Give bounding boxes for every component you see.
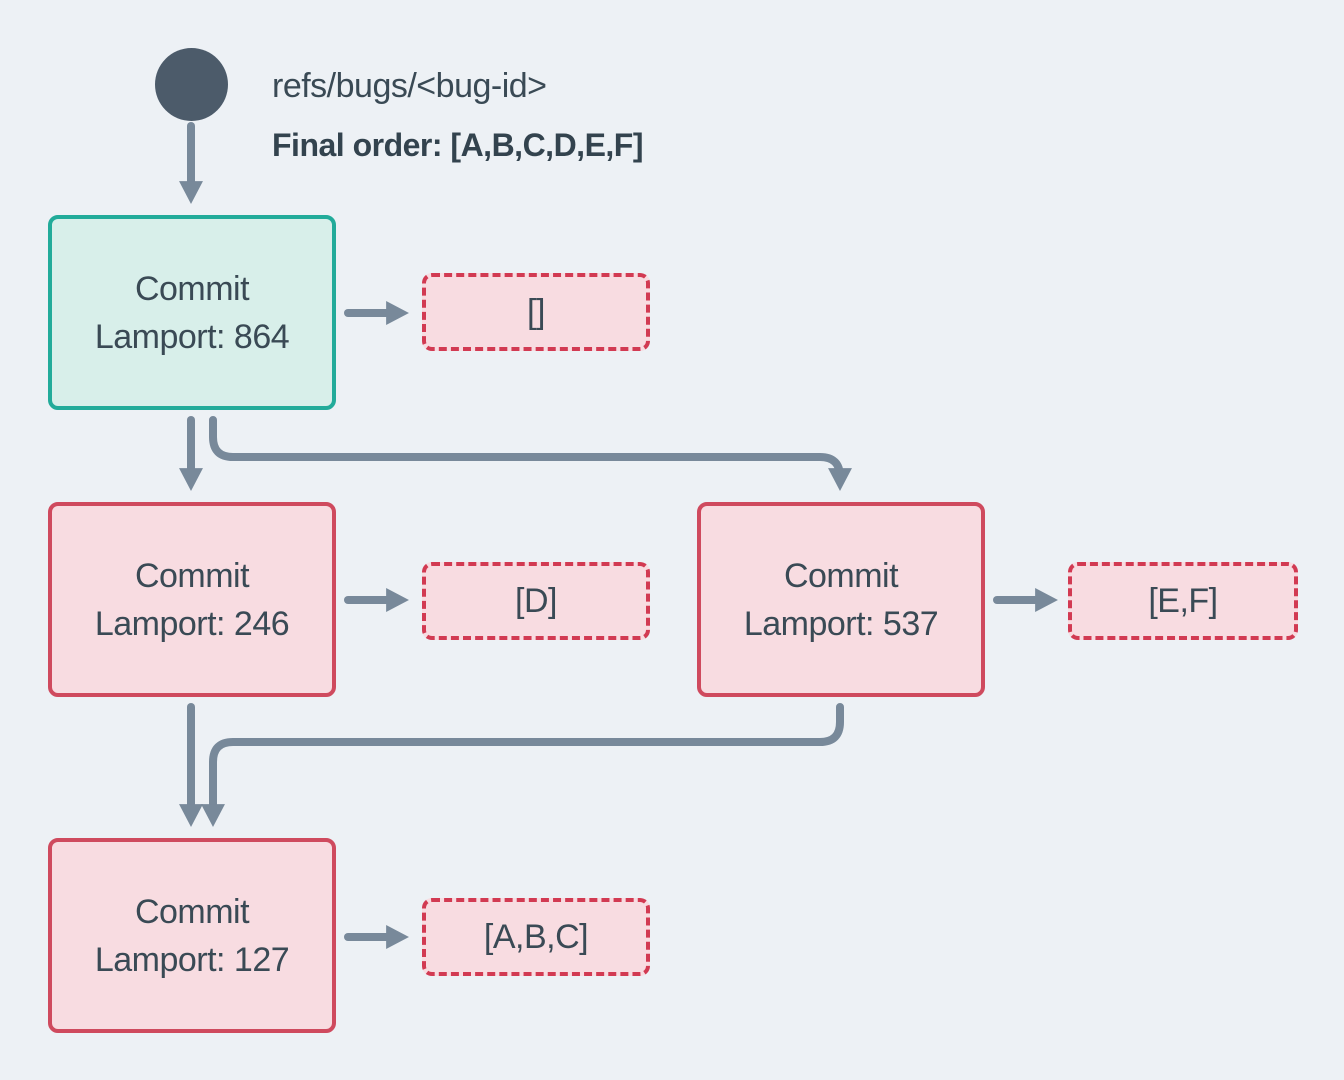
commit-lamport: Lamport: 864 bbox=[94, 317, 290, 356]
commit-node-537: Commit Lamport: 537 bbox=[697, 502, 985, 697]
commit-title: Commit bbox=[134, 892, 250, 931]
payload-box-127: [A,B,C] bbox=[422, 898, 650, 976]
final-order-label: Final order: [A,B,C,D,E,F] bbox=[272, 127, 644, 163]
commit-node-246: Commit Lamport: 246 bbox=[48, 502, 336, 697]
commit-node-864: Commit Lamport: 864 bbox=[48, 215, 336, 410]
payload-box-537: [E,F] bbox=[1068, 562, 1298, 640]
commit-lamport: Lamport: 127 bbox=[94, 940, 290, 979]
payload-box-246: [D] bbox=[422, 562, 650, 640]
commit-lamport: Lamport: 537 bbox=[743, 604, 939, 643]
edge-commit864-to-commit537 bbox=[209, 416, 852, 491]
commit-title: Commit bbox=[783, 556, 899, 595]
ref-head-circle bbox=[155, 48, 228, 121]
commit-node-127: Commit Lamport: 127 bbox=[48, 838, 336, 1033]
commit-title: Commit bbox=[134, 269, 250, 308]
edge-commit537-to-commit127 bbox=[201, 703, 844, 827]
payload-box-864: [] bbox=[422, 273, 650, 351]
commit-lamport: Lamport: 246 bbox=[94, 604, 290, 643]
commit-title: Commit bbox=[134, 556, 250, 595]
ref-label: refs/bugs/<bug-id> bbox=[272, 67, 547, 105]
